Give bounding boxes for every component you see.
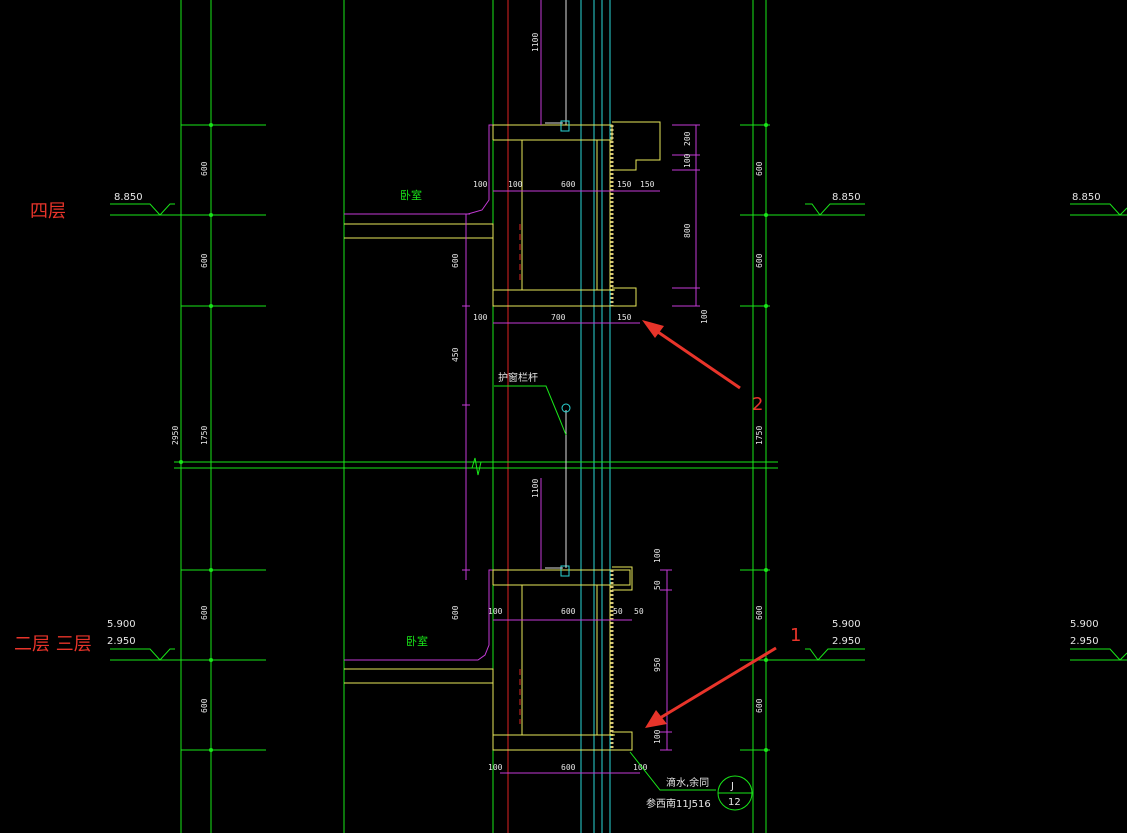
vertical-gridlines [180,0,767,833]
dim-up-600: 600 [561,180,576,189]
elevation-right-upper: 8.850 [832,192,861,203]
arrow-label-2: 2 [752,394,763,415]
dim-lo-600b: 600 [561,763,576,772]
upper-window-section [344,120,661,307]
red-arrow-2 [642,320,741,390]
dim-right-upper-600b: 600 [755,253,764,268]
detail-callout [717,775,753,811]
dim-left-total: 2950 [171,426,180,445]
elevation-left-lower-a: 5.900 [107,619,136,630]
floor-label-upper: 四层 [30,201,66,222]
dim-left-upper-600a: 600 [200,161,209,176]
dim-up-150a: 150 [617,180,632,189]
dim-lo-100d: 100 [488,763,503,772]
dimension-lines [462,30,700,774]
dim-lo-600: 600 [561,607,576,616]
dim-lo-100b: 100 [653,548,662,563]
dim-left-lower-600b: 600 [200,698,209,713]
dim-right-lower-600b: 600 [755,698,764,713]
dim-up-200: 200 [683,131,692,146]
horizontal-ticks [110,124,1127,751]
dim-up-100c: 100 [683,153,692,168]
dim-lo-50c: 50 [653,580,662,590]
dim-up-150c: 150 [617,313,632,322]
detail-callout-bottom: 12 [728,797,741,808]
elevation-left-lower-b: 2.950 [107,636,136,647]
grid-nodes [179,123,768,752]
red-arrow-1 [645,646,777,728]
elevation-far-right-lower-a: 5.900 [1070,619,1099,630]
elevation-right-lower-a: 5.900 [832,619,861,630]
dim-up-800: 800 [683,223,692,238]
dim-up-100a: 100 [473,180,488,189]
drip-note: 滴水,余同 [666,776,709,789]
dim-lo-50b: 50 [634,607,644,616]
dim-up-100d: 100 [700,309,709,324]
drip-leader [629,751,716,791]
elevation-left-upper: 8.850 [114,192,143,203]
floor-label-lower: 二层 三层 [14,634,92,655]
lower-window-section [344,410,633,751]
railing-detail [494,385,571,436]
dim-lo-50a: 50 [613,607,623,616]
dimension-labels: 2950 600 600 1750 600 600 600 600 1750 6… [171,33,764,772]
dim-mid-1100: 1100 [531,479,540,498]
dim-lo-950: 950 [653,657,662,672]
dim-up-150b: 150 [640,180,655,189]
dim-v-450: 450 [451,347,460,362]
dim-lo-100a: 100 [488,607,503,616]
dim-left-upper-600b: 600 [200,253,209,268]
room-label-lower: 卧室 [406,634,428,648]
reference-note: 参西南11J516 [646,797,711,810]
dim-up-100e: 100 [473,313,488,322]
railing-label: 护窗栏杆 [498,371,538,384]
dim-top-1100: 1100 [531,33,540,52]
dim-up-700: 700 [551,313,566,322]
elevation-far-right-lower-b: 2.950 [1070,636,1099,647]
room-label-upper: 卧室 [400,188,422,202]
dim-lo-100c: 100 [653,729,662,744]
dim-lo-100e: 100 [633,763,648,772]
dim-right-lower-600a: 600 [755,605,764,620]
dim-v-600b: 600 [451,605,460,620]
dim-left-lower-600a: 600 [200,605,209,620]
dim-right-mid-1750: 1750 [755,426,764,445]
elevation-far-right-upper: 8.850 [1072,192,1101,203]
dim-v-600: 600 [451,253,460,268]
elevation-right-lower-b: 2.950 [832,636,861,647]
dim-left-mid-1750: 1750 [200,426,209,445]
dim-up-100b: 100 [508,180,523,189]
arrow-label-1: 1 [790,625,801,646]
break-symbol [466,457,486,476]
dim-right-upper-600a: 600 [755,161,764,176]
detail-callout-top: J [730,781,734,792]
elevation-marks [110,203,1127,661]
